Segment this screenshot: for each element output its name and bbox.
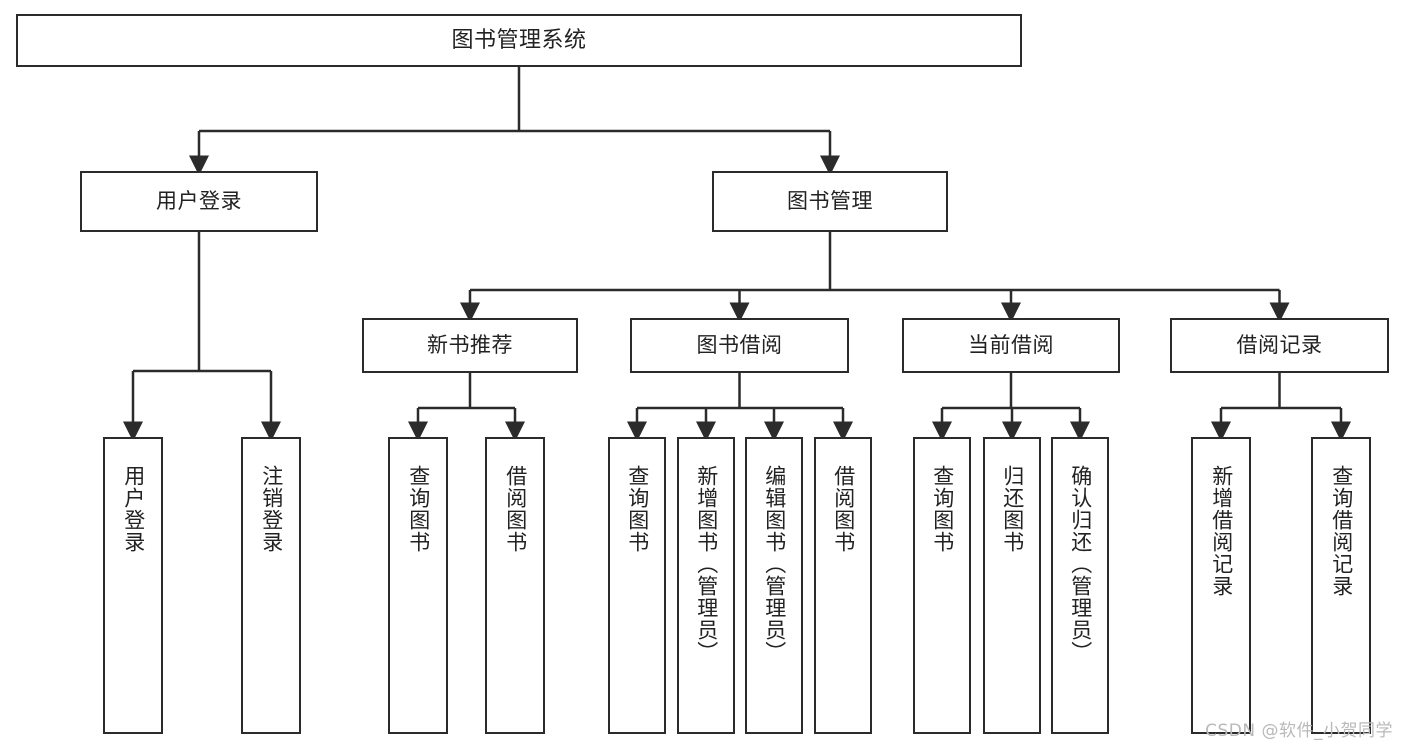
node-l-addrec[interactable]: 新增借阅记录 (1191, 437, 1251, 734)
node-records[interactable]: 借阅记录 (1170, 318, 1389, 373)
node-current[interactable]: 当前借阅 (902, 318, 1120, 373)
watermark-label: CSDN @软件_小贺同学 (1205, 721, 1393, 741)
node-l-q1[interactable]: 查询图书 (388, 437, 448, 734)
node-l-q2[interactable]: 查询图书 (608, 437, 666, 734)
node-l-return[interactable]: 归还图书 (983, 437, 1041, 734)
node-label: 查询借阅记录 (1329, 465, 1354, 597)
node-label: 借阅记录 (1236, 333, 1323, 358)
node-borrow[interactable]: 图书借阅 (630, 318, 849, 373)
node-l-edit[interactable]: 编辑图书（管理员） (745, 437, 803, 734)
node-l-login[interactable]: 用户登录 (103, 437, 163, 734)
node-root[interactable]: 图书管理系统 (16, 14, 1022, 67)
node-bookmgmt[interactable]: 图书管理 (712, 171, 948, 232)
node-l-qrec[interactable]: 查询借阅记录 (1311, 437, 1371, 734)
node-label: 用户登录 (156, 189, 242, 214)
node-label: 编辑图书（管理员） (762, 465, 787, 663)
node-l-q3[interactable]: 查询图书 (913, 437, 971, 734)
node-label: 图书管理系统 (451, 27, 587, 53)
node-label: 借阅图书 (831, 465, 856, 553)
node-label: 用户登录 (121, 465, 146, 553)
node-login[interactable]: 用户登录 (80, 171, 318, 232)
node-l-confirm[interactable]: 确认归还（管理员） (1051, 437, 1109, 734)
node-label: 图书管理 (787, 189, 873, 214)
node-label: 当前借阅 (968, 333, 1054, 358)
node-l-b1[interactable]: 借阅图书 (485, 437, 545, 734)
node-label: 新书推荐 (427, 333, 513, 358)
node-label: 新增借阅记录 (1209, 465, 1234, 597)
node-l-add[interactable]: 新增图书（管理员） (677, 437, 735, 734)
node-label: 新增图书（管理员） (694, 465, 719, 663)
node-label: 查询图书 (625, 465, 650, 553)
node-newbook[interactable]: 新书推荐 (362, 318, 578, 373)
node-label: 查询图书 (930, 465, 955, 553)
node-label: 注销登录 (259, 465, 284, 553)
node-l-b2[interactable]: 借阅图书 (814, 437, 872, 734)
node-label: 图书借阅 (696, 333, 783, 358)
node-label: 查询图书 (406, 465, 431, 553)
node-label: 归还图书 (1000, 465, 1025, 553)
node-label: 确认归还（管理员） (1068, 465, 1093, 663)
node-l-logout[interactable]: 注销登录 (241, 437, 301, 734)
node-label: 借阅图书 (503, 465, 528, 553)
